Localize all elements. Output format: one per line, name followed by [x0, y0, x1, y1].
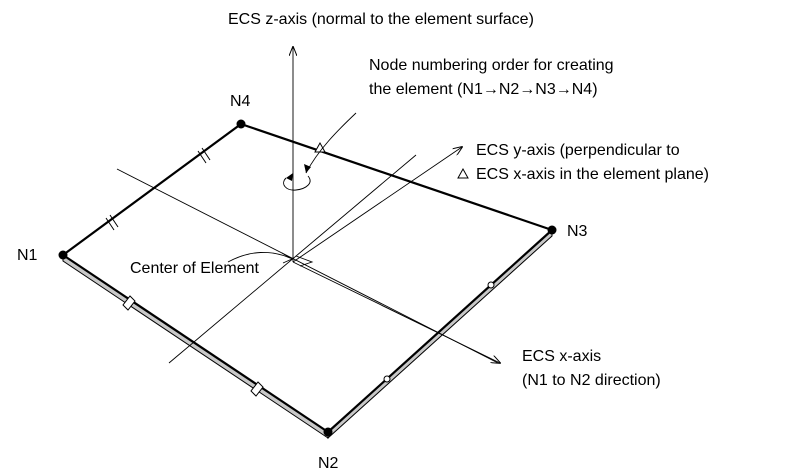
double-tick-mark — [105, 214, 119, 231]
x-axis-label-line1: ECS x-axis — [522, 348, 601, 365]
node-order-leader-line — [305, 112, 357, 174]
ecs-axes — [293, 47, 500, 363]
rotation-arrowhead-icon — [286, 173, 293, 181]
center-arrowhead-icon — [281, 252, 293, 264]
nodes — [58, 119, 557, 437]
center-leader-line — [227, 251, 291, 263]
edge-n1-n2 — [62, 254, 329, 433]
center-open-arrow-icon — [295, 255, 314, 267]
edge-n2-n3 — [327, 229, 553, 433]
circle-mark — [383, 375, 391, 383]
x-axis-label-line2: (N1 to N2 direction) — [522, 372, 661, 389]
rotation-arc-icon — [283, 175, 311, 191]
node-n2-dot — [323, 427, 333, 437]
node-order-label-line2: the element (N1→N2→N3→N4) — [369, 81, 598, 98]
z-axis-label: ECS z-axis (normal to the element surfac… — [228, 11, 534, 28]
center-leader — [227, 251, 314, 267]
leader-arrowhead-icon — [304, 164, 311, 173]
double-tick-mark — [197, 147, 211, 164]
diamond-mark — [122, 295, 136, 311]
y-axis-label-line1: ECS y-axis (perpendicular to — [476, 142, 680, 159]
node-n1-dot — [58, 250, 68, 260]
node-n3-label: N3 — [567, 223, 588, 240]
circle-mark — [487, 281, 495, 289]
node-n3-dot — [547, 225, 557, 235]
y-axis-arrow — [292, 147, 462, 263]
y-axis-label-line2: ECS x-axis in the element plane) — [476, 166, 709, 183]
node-n1-label: N1 — [17, 247, 38, 264]
node-n4-dot — [236, 119, 246, 129]
edge-n1-n4 — [62, 123, 242, 256]
diamond-mark — [250, 381, 264, 397]
node-n4-label: N4 — [230, 93, 251, 110]
center-label: Center of Element — [130, 260, 260, 277]
triangle-mark — [457, 167, 469, 179]
node-order-label-line1: Node numbering order for creating — [369, 57, 614, 74]
x-axis-arrow — [292, 261, 500, 363]
node-order-rotation-symbol — [283, 112, 357, 191]
node-n2-label: N2 — [318, 455, 339, 472]
